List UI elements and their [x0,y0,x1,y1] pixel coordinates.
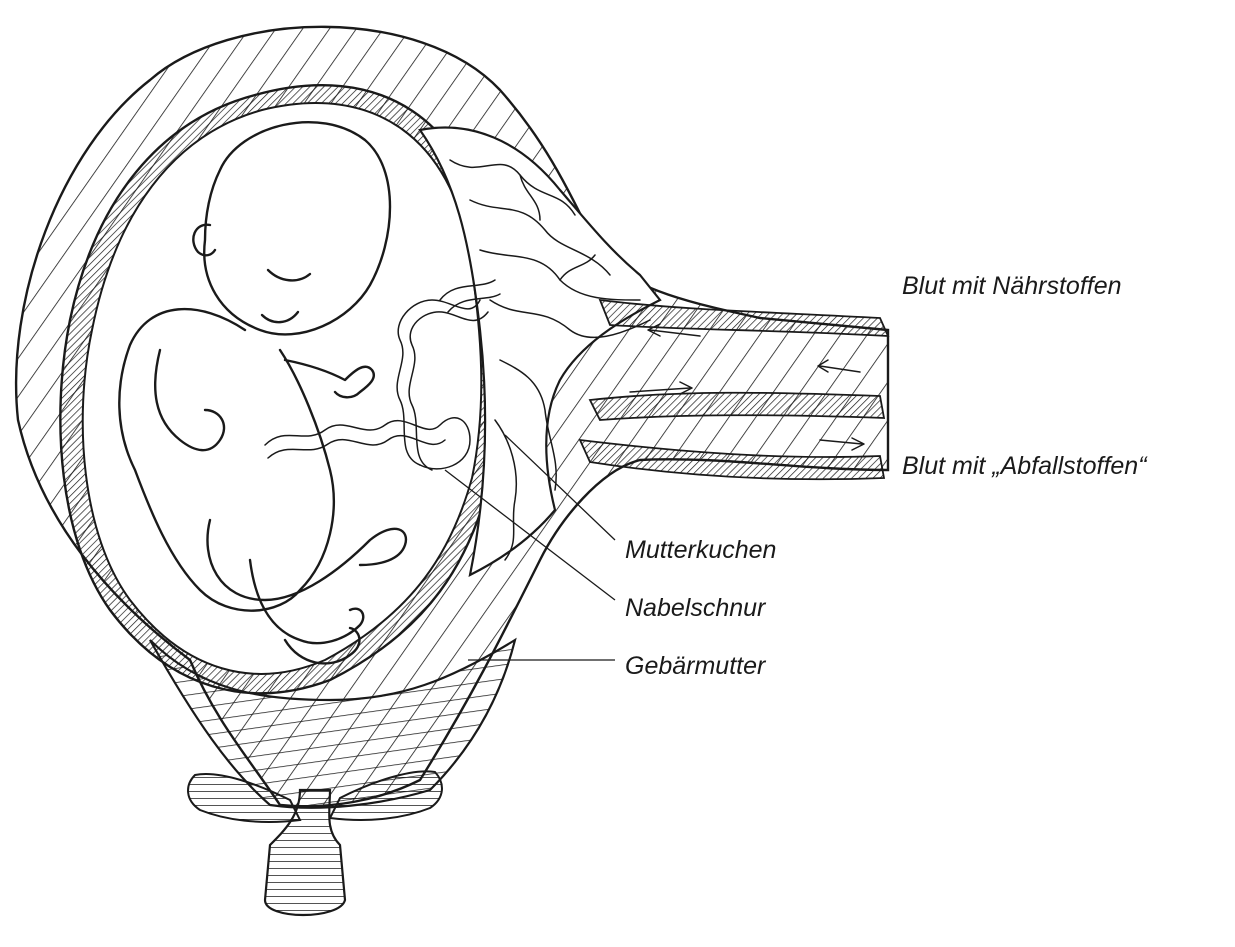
label-blood-nutrients: Blut mit Nährstoffen [902,272,1122,300]
vessel-middle [590,393,884,420]
label-umbilical-cord: Nabelschnur [625,594,767,622]
label-blood-waste: Blut mit „Abfallstoffen“ [902,452,1148,480]
label-placenta: Mutterkuchen [625,536,776,564]
label-uterus: Gebärmutter [625,652,767,680]
